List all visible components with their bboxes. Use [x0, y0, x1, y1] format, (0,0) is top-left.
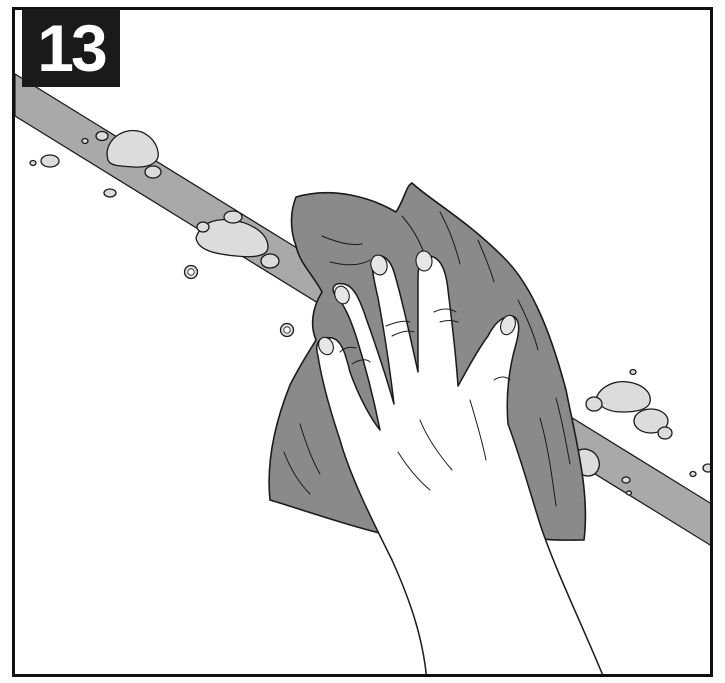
- step-badge: 13: [22, 9, 120, 87]
- step-number: 13: [37, 15, 104, 81]
